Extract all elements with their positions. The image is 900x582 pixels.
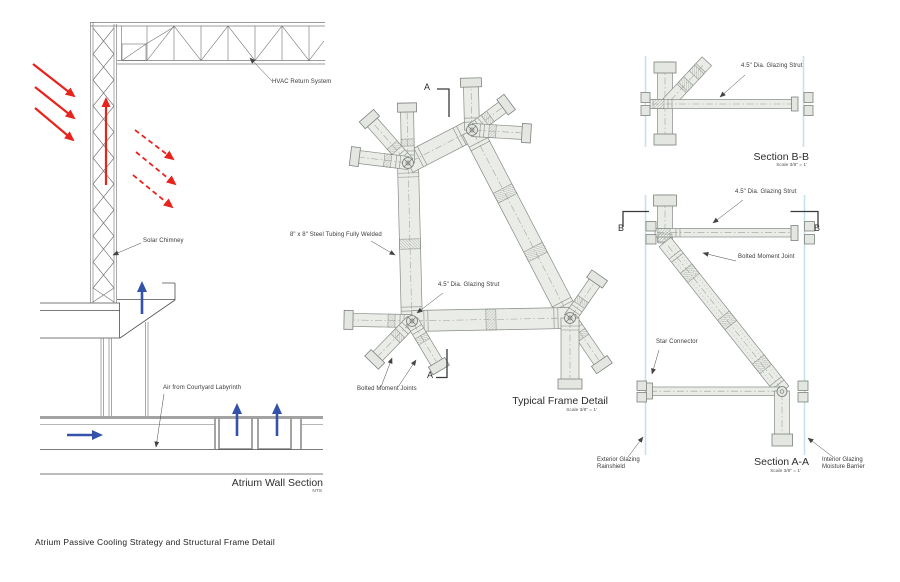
section-marker-a-bottom: A [427,370,434,380]
section-marker-a-top: A [424,82,431,92]
sun-arrows [32,63,177,209]
frame-detail-title: Typical Frame Detail [512,395,608,407]
sheet-title: Atrium Passive Cooling Strategy and Stru… [35,537,275,547]
bolted-joint-label-aa: Bolted Moment Joint [738,254,795,260]
glazing-strut-label-aa: 4.5" Dia. Glazing Strut [735,189,797,195]
hvac-return-label: HVAC Return System [272,79,332,85]
airflow-arrows [67,281,282,440]
section-bb-scale: Scale 3/8" = 1' [776,163,807,168]
solar-chimney-label: Solar Chimney [143,238,184,244]
star-connector-label: Star Connector [656,339,698,345]
glazing-strut-label-frame: 4.5" Dia. Glazing Strut [438,282,500,288]
section-marker-b-right: B [814,223,821,233]
exterior-glazing-line1: Exterior Glazing [597,457,640,463]
wall-section-scale: NTS [312,489,322,494]
exterior-glazing-line2: Rainshield [597,464,626,470]
section-bb-title: Section B-B [753,151,809,163]
star-connector-nodes [402,124,576,327]
wall-section-title: Atrium Wall Section [231,477,323,489]
steel-tubing-label: 8" x 8" Steel Tubing Fully Welded [290,232,382,238]
section-aa-title: Section A-A [754,456,809,468]
interior-glazing-label: Interior Glazing Moisture Barrier [822,457,865,471]
glazing-strut-label-bb: 4.5" Dia. Glazing Strut [741,63,803,69]
exterior-glazing-label: Exterior Glazing Rainshield [597,457,640,471]
section-aa-scale: Scale 3/8" = 1' [770,469,801,474]
atrium-wall-section-drawing [32,22,325,475]
section-aa-drawing [622,194,834,458]
typical-frame-detail-drawing [343,77,613,390]
frame-detail-scale: Scale 3/8" = 1' [566,408,597,413]
section-marker-b-left: B [618,223,625,233]
courtyard-air-label: Air from Courtyard Labyrinth [163,385,242,391]
section-bb-drawing [640,56,814,147]
bolted-joints-label: Bolted Moment Joints [357,386,417,392]
interior-glazing-line2: Moisture Barrier [822,464,865,470]
interior-glazing-line1: Interior Glazing [822,457,863,463]
